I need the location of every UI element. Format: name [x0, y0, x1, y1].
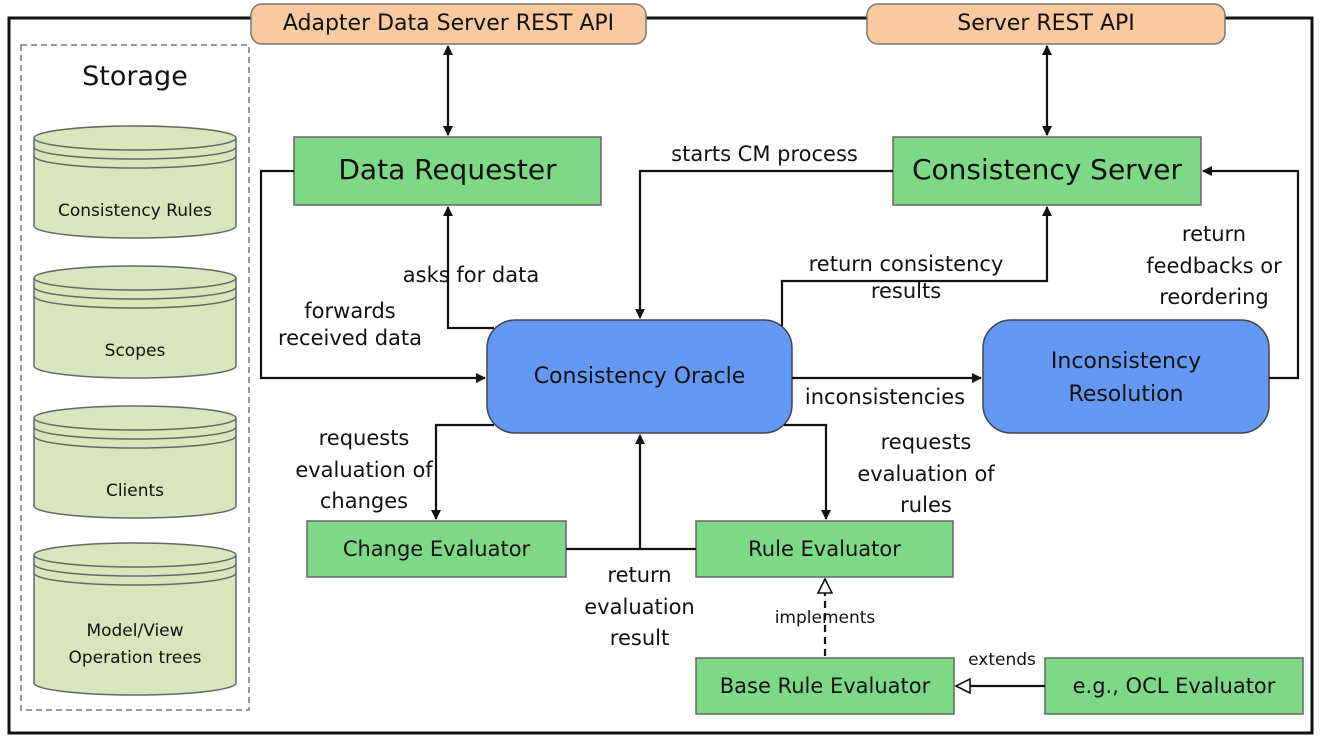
data-requester-label: Data Requester	[338, 153, 557, 186]
data-requester-box	[293, 136, 602, 206]
server-api-label: Server REST API	[957, 11, 1135, 36]
base-rule-evaluator-box	[695, 657, 955, 715]
forwards-data-label: forwards received data	[277, 299, 423, 350]
forwards-data-arrow	[259, 169, 486, 383]
starts-cm-label: starts CM process	[671, 142, 858, 166]
inconsistency-resolution-box	[982, 319, 1270, 434]
asks-data-label: asks for data	[402, 263, 540, 287]
cylinder-scopes	[33, 265, 237, 379]
storage-item-operation-trees: Model/View Operation trees	[68, 621, 202, 669]
storage-panel	[20, 44, 250, 711]
ocl-evaluator-label: e.g., OCL Evaluator	[1072, 674, 1276, 698]
return-consistency-arrow	[780, 206, 1052, 326]
consistency-server-box	[892, 136, 1202, 206]
server-api-box	[866, 3, 1226, 45]
requests-rules-arrow	[784, 423, 831, 520]
requests-changes-arrow	[431, 423, 494, 520]
ocl-evaluator-box	[1044, 657, 1304, 715]
cylinder-clients	[33, 405, 237, 519]
change-evaluator-label: Change Evaluator	[342, 537, 531, 561]
adapter-api-label: Adapter Data Server REST API	[282, 11, 615, 36]
return-eval-label: return evaluation result	[584, 563, 695, 650]
rule-evaluator-box	[695, 520, 954, 578]
requests-rules-label: requests evaluation of rules	[857, 430, 995, 517]
rule-evaluator-label: Rule Evaluator	[748, 537, 901, 561]
storage-item-consistency-rules: Consistency Rules	[57, 201, 213, 221]
base-rule-evaluator-label: Base Rule Evaluator	[719, 674, 931, 698]
outer-frame	[7, 16, 1314, 735]
return-feedbacks-arrow	[1202, 166, 1300, 380]
requests-changes-label: requests evaluation of changes	[295, 426, 433, 513]
return-consistency-label: return consistency results	[808, 252, 1004, 303]
extends-label: extends	[968, 650, 1036, 670]
storage-item-scopes: Scopes	[104, 341, 166, 361]
consistency-oracle-box	[486, 319, 793, 434]
storage-title: Storage	[82, 61, 188, 92]
inconsistency-resolution-label: Inconsistency Resolution	[1050, 349, 1202, 407]
consistency-oracle-label: Consistency Oracle	[533, 364, 746, 389]
adapter-api-box	[250, 3, 647, 45]
cylinder-operation-trees	[33, 542, 237, 696]
cylinder-consistency-rules	[33, 125, 237, 239]
asks-data-arrow	[443, 206, 494, 330]
change-evaluator-box	[306, 520, 567, 578]
starts-cm-arrow	[635, 169, 893, 319]
storage-item-clients: Clients	[105, 481, 165, 501]
return-feedbacks-label: return feedbacks or reordering	[1146, 222, 1282, 309]
implements-label: implements	[774, 608, 876, 628]
consistency-server-label: Consistency Server	[911, 153, 1183, 186]
inconsistencies-label: inconsistencies	[804, 385, 966, 409]
